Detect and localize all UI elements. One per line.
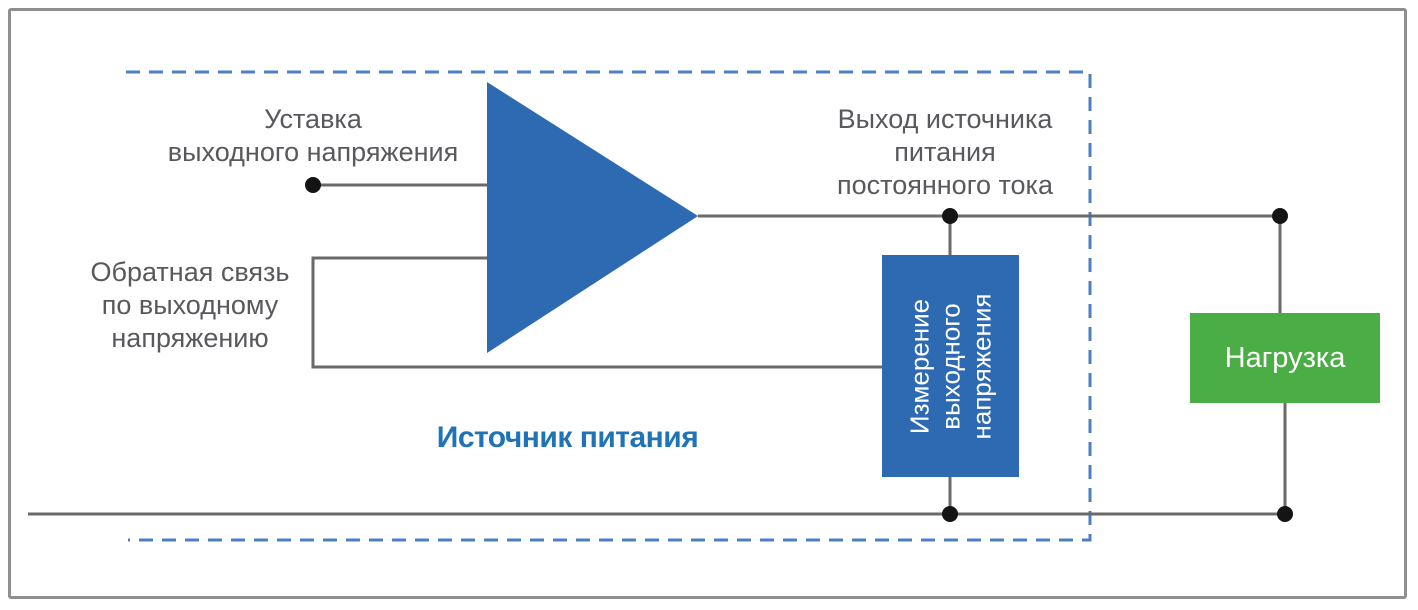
power-supply-boundary-dashed (126, 70, 1092, 542)
amplifier-triangle (487, 82, 698, 353)
setpoint-terminal-dot (305, 177, 321, 193)
setpoint-label: Уставка выходного напряжения (167, 104, 459, 167)
load-top-junction-dot (1272, 208, 1288, 224)
load-label: Нагрузка (1224, 341, 1346, 374)
return-junction-dot (942, 506, 958, 522)
outer-frame (8, 8, 1407, 599)
feedback-label: Обратная связь по выходному напряжению (90, 257, 290, 353)
output-label: Выход источника питания постоянного тока (837, 104, 1053, 200)
load-bottom-junction-dot (1277, 506, 1293, 522)
power-supply-label: Источник питания (436, 421, 699, 454)
load-block: Нагрузка (1190, 313, 1380, 403)
feedback-wire (311, 256, 882, 369)
output-junction-dot (942, 208, 958, 224)
voltage-measurement-block: Измерение выходного напряжения (882, 255, 1019, 477)
voltage-measurement-label: Измерение выходного напряжения (904, 293, 996, 439)
